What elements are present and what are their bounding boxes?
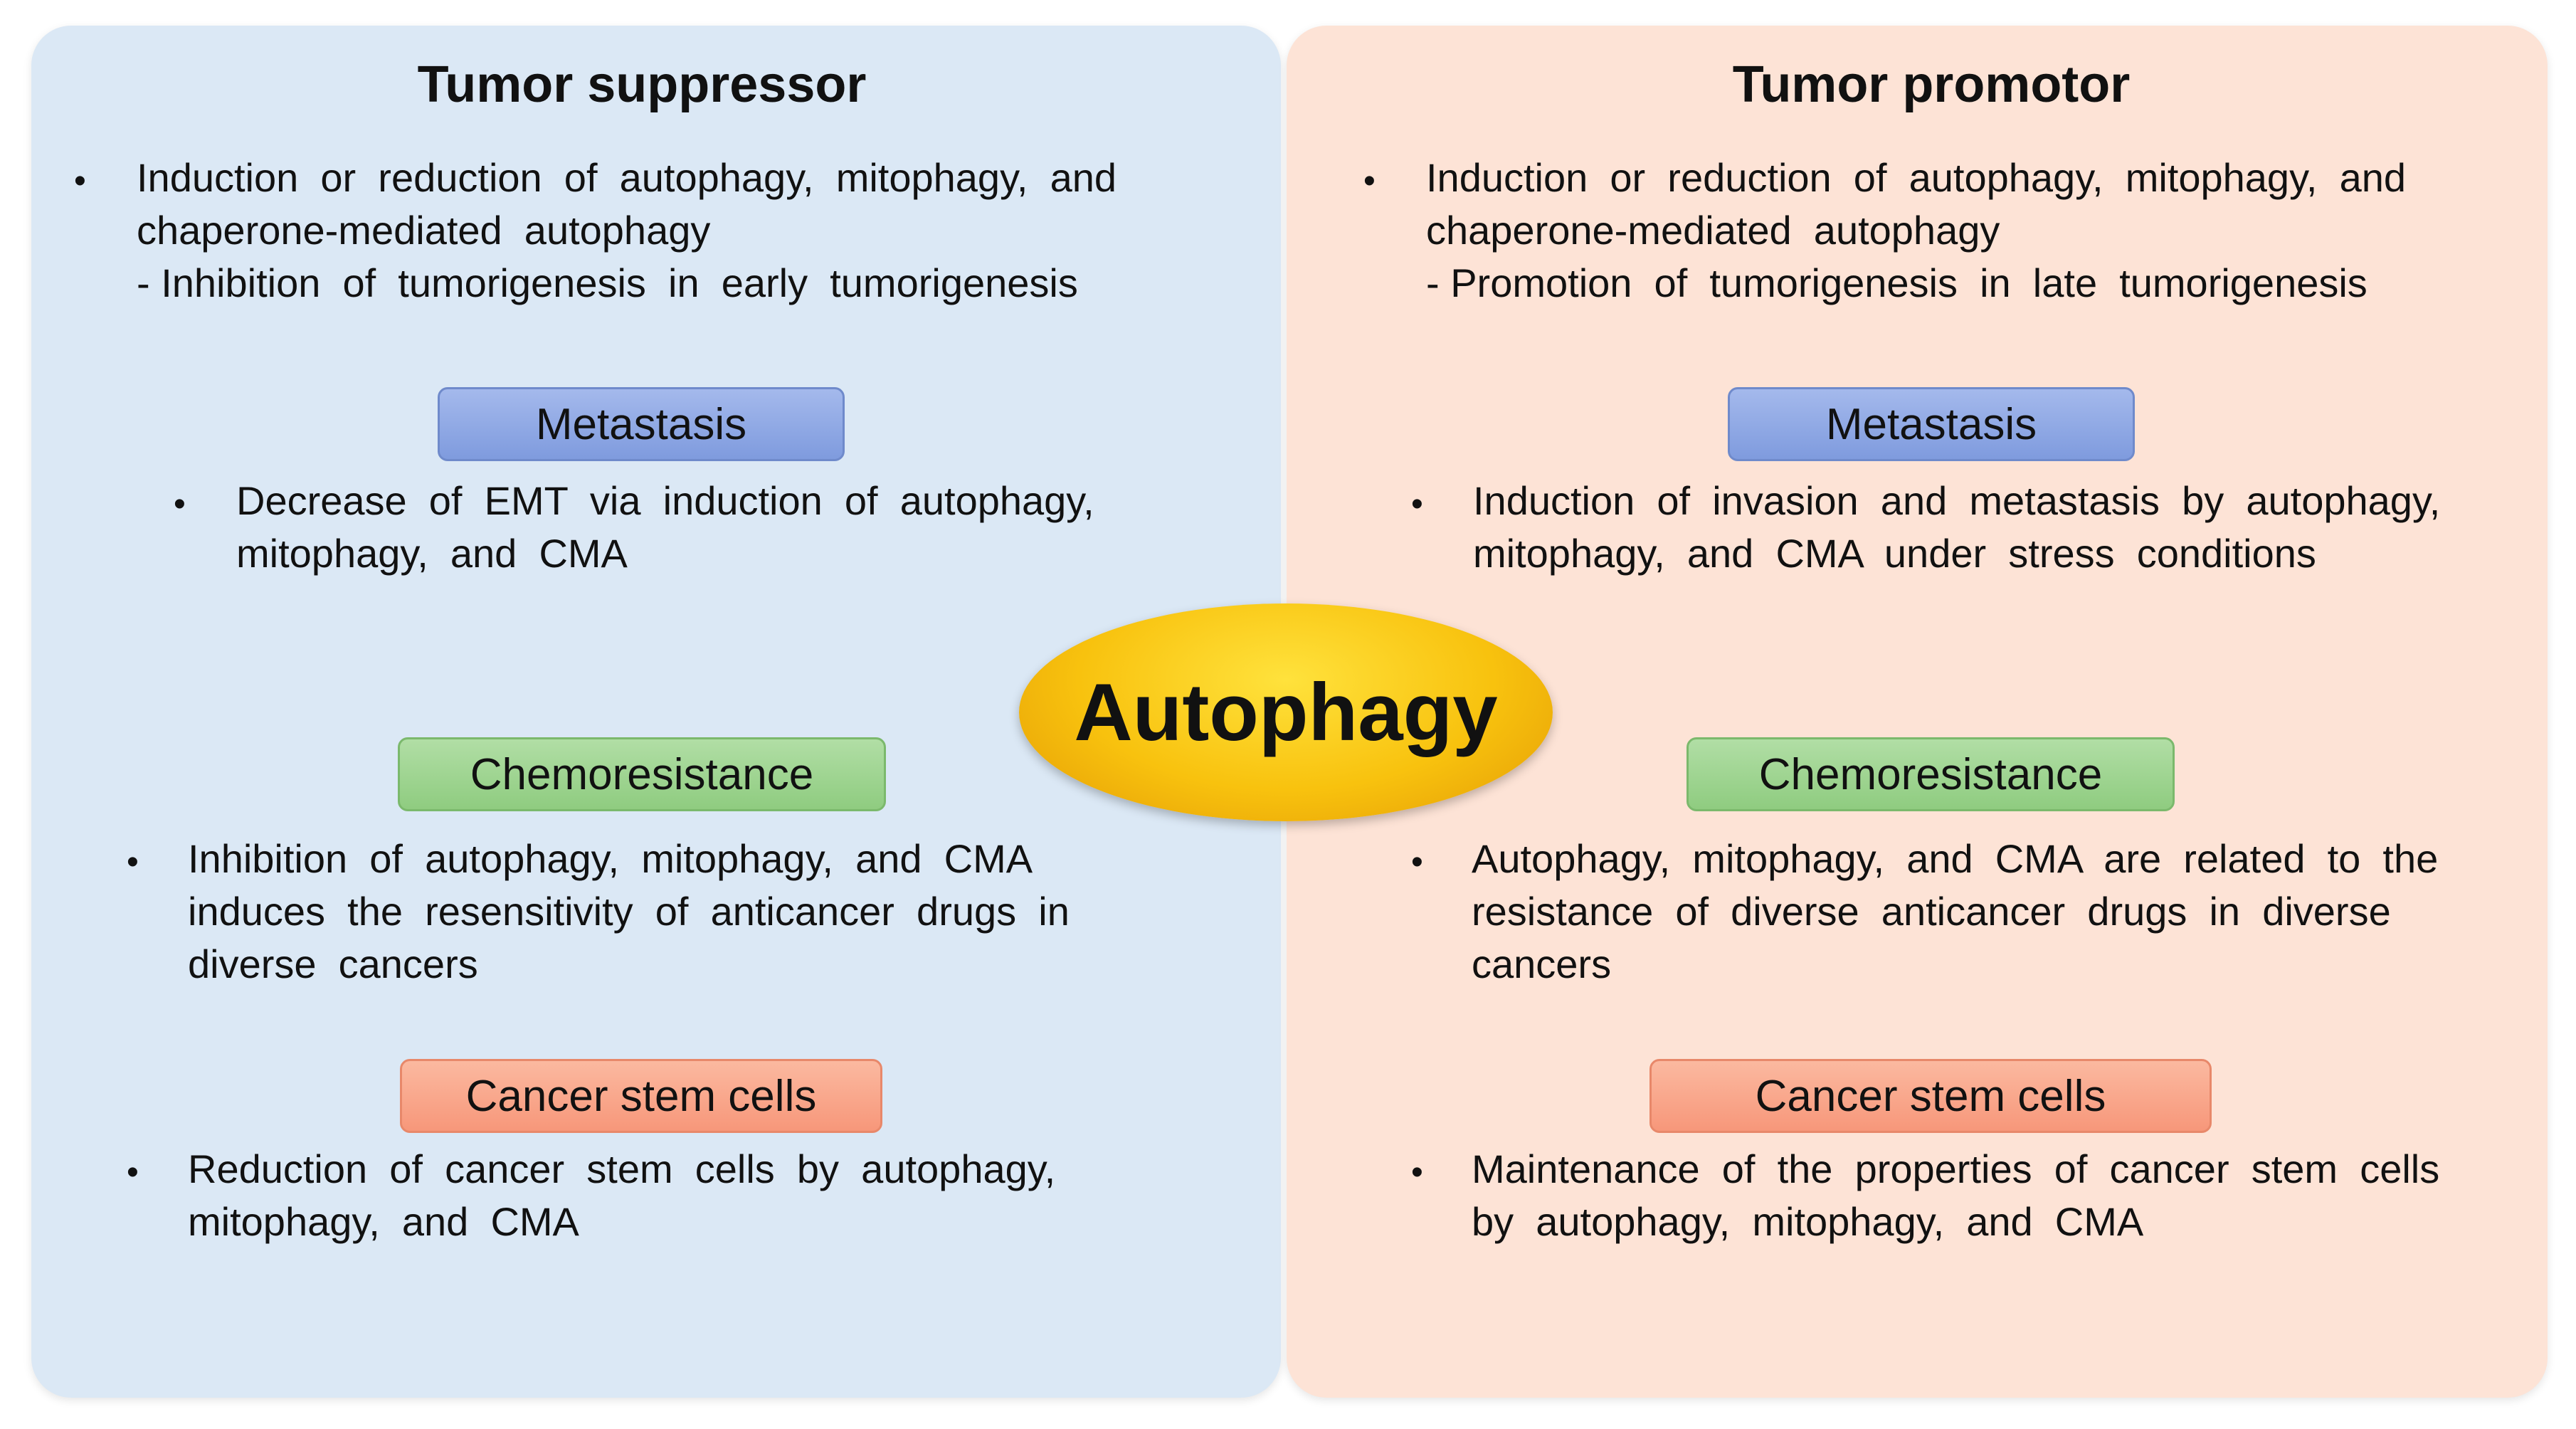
suppressor-intro-line: Induction or reduction of autophagy, mit… bbox=[137, 155, 1117, 200]
promotor-metastasis-line: mitophagy, and CMA under stress conditio… bbox=[1473, 531, 2316, 576]
bullet-icon: • bbox=[1411, 843, 1423, 881]
autophagy-label: Autophagy bbox=[1074, 667, 1498, 758]
bullet-icon: • bbox=[74, 162, 86, 200]
suppressor-chemoresistance-line: diverse cancers bbox=[188, 942, 478, 986]
suppressor-metastasis-tag: Metastasis bbox=[438, 387, 845, 461]
suppressor-chemoresistance-line: Inhibition of autophagy, mitophagy, and … bbox=[188, 836, 1033, 881]
suppressor-intro-line: chaperone-mediated autophagy bbox=[137, 208, 711, 253]
tumor-promotor-title: Tumor promotor bbox=[1732, 56, 2131, 113]
suppressor-metastasis-line: Decrease of EMT via induction of autopha… bbox=[236, 478, 1094, 523]
bullet-icon: • bbox=[1411, 485, 1423, 523]
suppressor-metastasis-line: mitophagy, and CMA bbox=[236, 531, 628, 576]
tumor-suppressor-title: Tumor suppressor bbox=[417, 56, 867, 113]
promotor-metastasis-tag: Metastasis bbox=[1728, 387, 2135, 461]
bullet-icon: • bbox=[127, 843, 139, 881]
bullet-icon: • bbox=[1411, 1154, 1423, 1191]
promotor-intro-line: - Promotion of tumorigenesis in late tum… bbox=[1426, 260, 2368, 305]
promotor-chemoresistance-line: Autophagy, mitophagy, and CMA are relate… bbox=[1472, 836, 2439, 881]
promotor-chemoresistance-line: resistance of diverse anticancer drugs i… bbox=[1472, 889, 2391, 934]
suppressor-metastasis-text: Decrease of EMT via induction of autopha… bbox=[236, 475, 1094, 580]
promotor-stem-cells-text: Maintenance of the properties of cancer … bbox=[1472, 1143, 2439, 1248]
promotor-chemoresistance-line: cancers bbox=[1472, 942, 1612, 986]
suppressor-chemoresistance-text: Inhibition of autophagy, mitophagy, and … bbox=[188, 833, 1070, 991]
suppressor-intro: Induction or reduction of autophagy, mit… bbox=[137, 152, 1117, 310]
promotor-intro-line: Induction or reduction of autophagy, mit… bbox=[1426, 155, 2407, 200]
promotor-metastasis-line: Induction of invasion and metastasis by … bbox=[1473, 478, 2441, 523]
suppressor-stem-cells-line: mitophagy, and CMA bbox=[188, 1199, 579, 1244]
suppressor-stem-cells-line: Reduction of cancer stem cells by autoph… bbox=[188, 1146, 1056, 1191]
promotor-intro: Induction or reduction of autophagy, mit… bbox=[1426, 152, 2406, 310]
bullet-icon: • bbox=[127, 1154, 139, 1191]
suppressor-chemoresistance-tag: Chemoresistance bbox=[398, 737, 886, 811]
bullet-icon: • bbox=[1363, 162, 1376, 200]
promotor-chemoresistance-tag: Chemoresistance bbox=[1686, 737, 2175, 811]
autophagy-hub: Autophagy bbox=[1019, 603, 1553, 821]
promotor-chemoresistance-text: Autophagy, mitophagy, and CMA are relate… bbox=[1472, 833, 2438, 991]
promotor-intro-line: chaperone-mediated autophagy bbox=[1426, 208, 2000, 253]
suppressor-chemoresistance-line: induces the resensitivity of anticancer … bbox=[188, 889, 1070, 934]
suppressor-stem-cells-text: Reduction of cancer stem cells by autoph… bbox=[188, 1143, 1055, 1248]
suppressor-intro-line: - Inhibition of tumorigenesis in early t… bbox=[137, 260, 1078, 305]
promotor-stem-cells-line: Maintenance of the properties of cancer … bbox=[1472, 1146, 2440, 1191]
suppressor-stem-cells-tag: Cancer stem cells bbox=[400, 1059, 882, 1133]
promotor-stem-cells-tag: Cancer stem cells bbox=[1649, 1059, 2212, 1133]
bullet-icon: • bbox=[174, 485, 186, 523]
promotor-stem-cells-line: by autophagy, mitophagy, and CMA bbox=[1472, 1199, 2144, 1244]
promotor-metastasis-text: Induction of invasion and metastasis by … bbox=[1473, 475, 2440, 580]
